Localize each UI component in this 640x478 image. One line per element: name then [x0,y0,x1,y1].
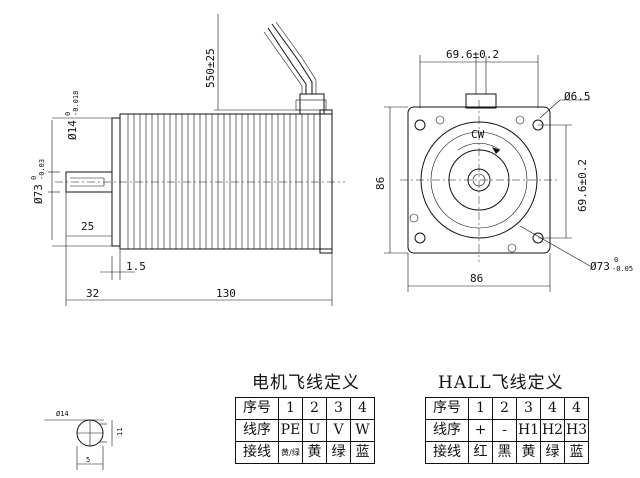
svg-text:0: 0 [64,112,72,116]
hole-spacing-v-dim: 69.6±0.2 [576,159,589,212]
svg-text:-0.05: -0.05 [612,265,633,273]
table-row: 接线 红 黑 黄 绿 蓝 [425,441,589,464]
key-section-depth: 11 [116,428,124,436]
flange-thickness-dim: 1.5 [126,260,146,273]
rotation-arrow [457,143,501,151]
table-cell: 2 [302,397,327,420]
table-cell: - [492,419,517,442]
side-view [48,14,345,306]
table-cell: 黄 [516,441,541,464]
front-pilot-dim: Ø73 0 -0.05 [590,256,633,273]
hole-dia-dim: Ø6.5 [564,90,591,103]
table-cell: 接线 [425,441,469,464]
table-cell: 绿 [540,441,565,464]
table-row: 序号 1 2 3 4 4 [425,397,589,420]
table-row: 线序 + - H1 H2 H3 [425,419,589,442]
table-cell: 蓝 [350,441,375,464]
flange-side-h-dim: 86 [470,272,483,285]
table-cell: H3 [564,419,589,442]
table-row: 接线 黄/绿 黄 绿 蓝 [235,441,375,464]
table-cell: 蓝 [564,441,589,464]
table-cell: 序号 [425,397,469,420]
table-cell: 绿 [326,441,351,464]
table-cell: H2 [540,419,565,442]
key-length-dim: 25 [81,220,94,233]
table-cell: H1 [516,419,541,442]
flange-side-v-dim: 86 [374,177,387,190]
table-cell: PE [278,419,303,442]
table-cell: 线序 [235,419,279,442]
table-cell: 3 [326,397,351,420]
table-row: 线序 PE U V W [235,419,375,442]
key-section-width: 5 [86,456,90,464]
svg-text:Ø73: Ø73 [590,260,610,273]
table-cell: 红 [468,441,493,464]
motor-table-title: 电机飞线定义 [252,373,360,393]
cooling-fins [127,114,321,249]
table-cell: V [326,419,351,442]
cable [267,27,307,94]
table-cell: U [302,419,327,442]
front-view [384,55,591,292]
shaft-dia-dim: Ø14 0 -0.018 [64,91,80,140]
pilot-dia-dim: Ø73 0 -0.03 [30,159,46,204]
table-cell: 线序 [425,419,469,442]
shaft-length-dim: 32 [86,287,99,300]
table-cell: 2 [492,397,517,420]
table-cell: 黄 [302,441,327,464]
end-cap [319,109,333,254]
hole-spacing-h-dim: 69.6±0.2 [446,48,499,61]
table-cell: 3 [516,397,541,420]
rotation-label: CW [471,128,485,141]
svg-text:-0.03: -0.03 [38,159,46,180]
svg-text:Ø73: Ø73 [32,184,45,204]
svg-text:0: 0 [614,256,618,264]
table-cell: 黄/绿 [278,441,303,464]
lead-length-dim: 550±25 [204,48,217,88]
hall-table-title: HALL飞线定义 [438,373,564,393]
table-cell: 4 [564,397,589,420]
table-cell: 4 [540,397,565,420]
key-section-dia: Ø14 [56,410,69,418]
svg-text:-0.018: -0.018 [72,91,80,116]
table-cell: + [468,419,493,442]
table-cell: 4 [350,397,375,420]
table-cell: 黑 [492,441,517,464]
hall-wire-table: 序号 1 2 3 4 4 线序 + - H1 H2 H3 接线 红 黑 黄 绿 … [425,397,589,464]
table-cell: 接线 [235,441,279,464]
table-cell: W [350,419,375,442]
table-cell: 1 [468,397,493,420]
motor-wire-table: 序号 1 2 3 4 线序 PE U V W 接线 黄/绿 黄 绿 蓝 [235,397,375,464]
key-section [44,419,113,470]
table-cell: 1 [278,397,303,420]
svg-text:0: 0 [30,176,38,180]
table-row: 序号 1 2 3 4 [235,397,375,420]
body-length-dim: 130 [216,287,236,300]
svg-text:Ø14: Ø14 [66,120,79,140]
table-cell: 序号 [235,397,279,420]
